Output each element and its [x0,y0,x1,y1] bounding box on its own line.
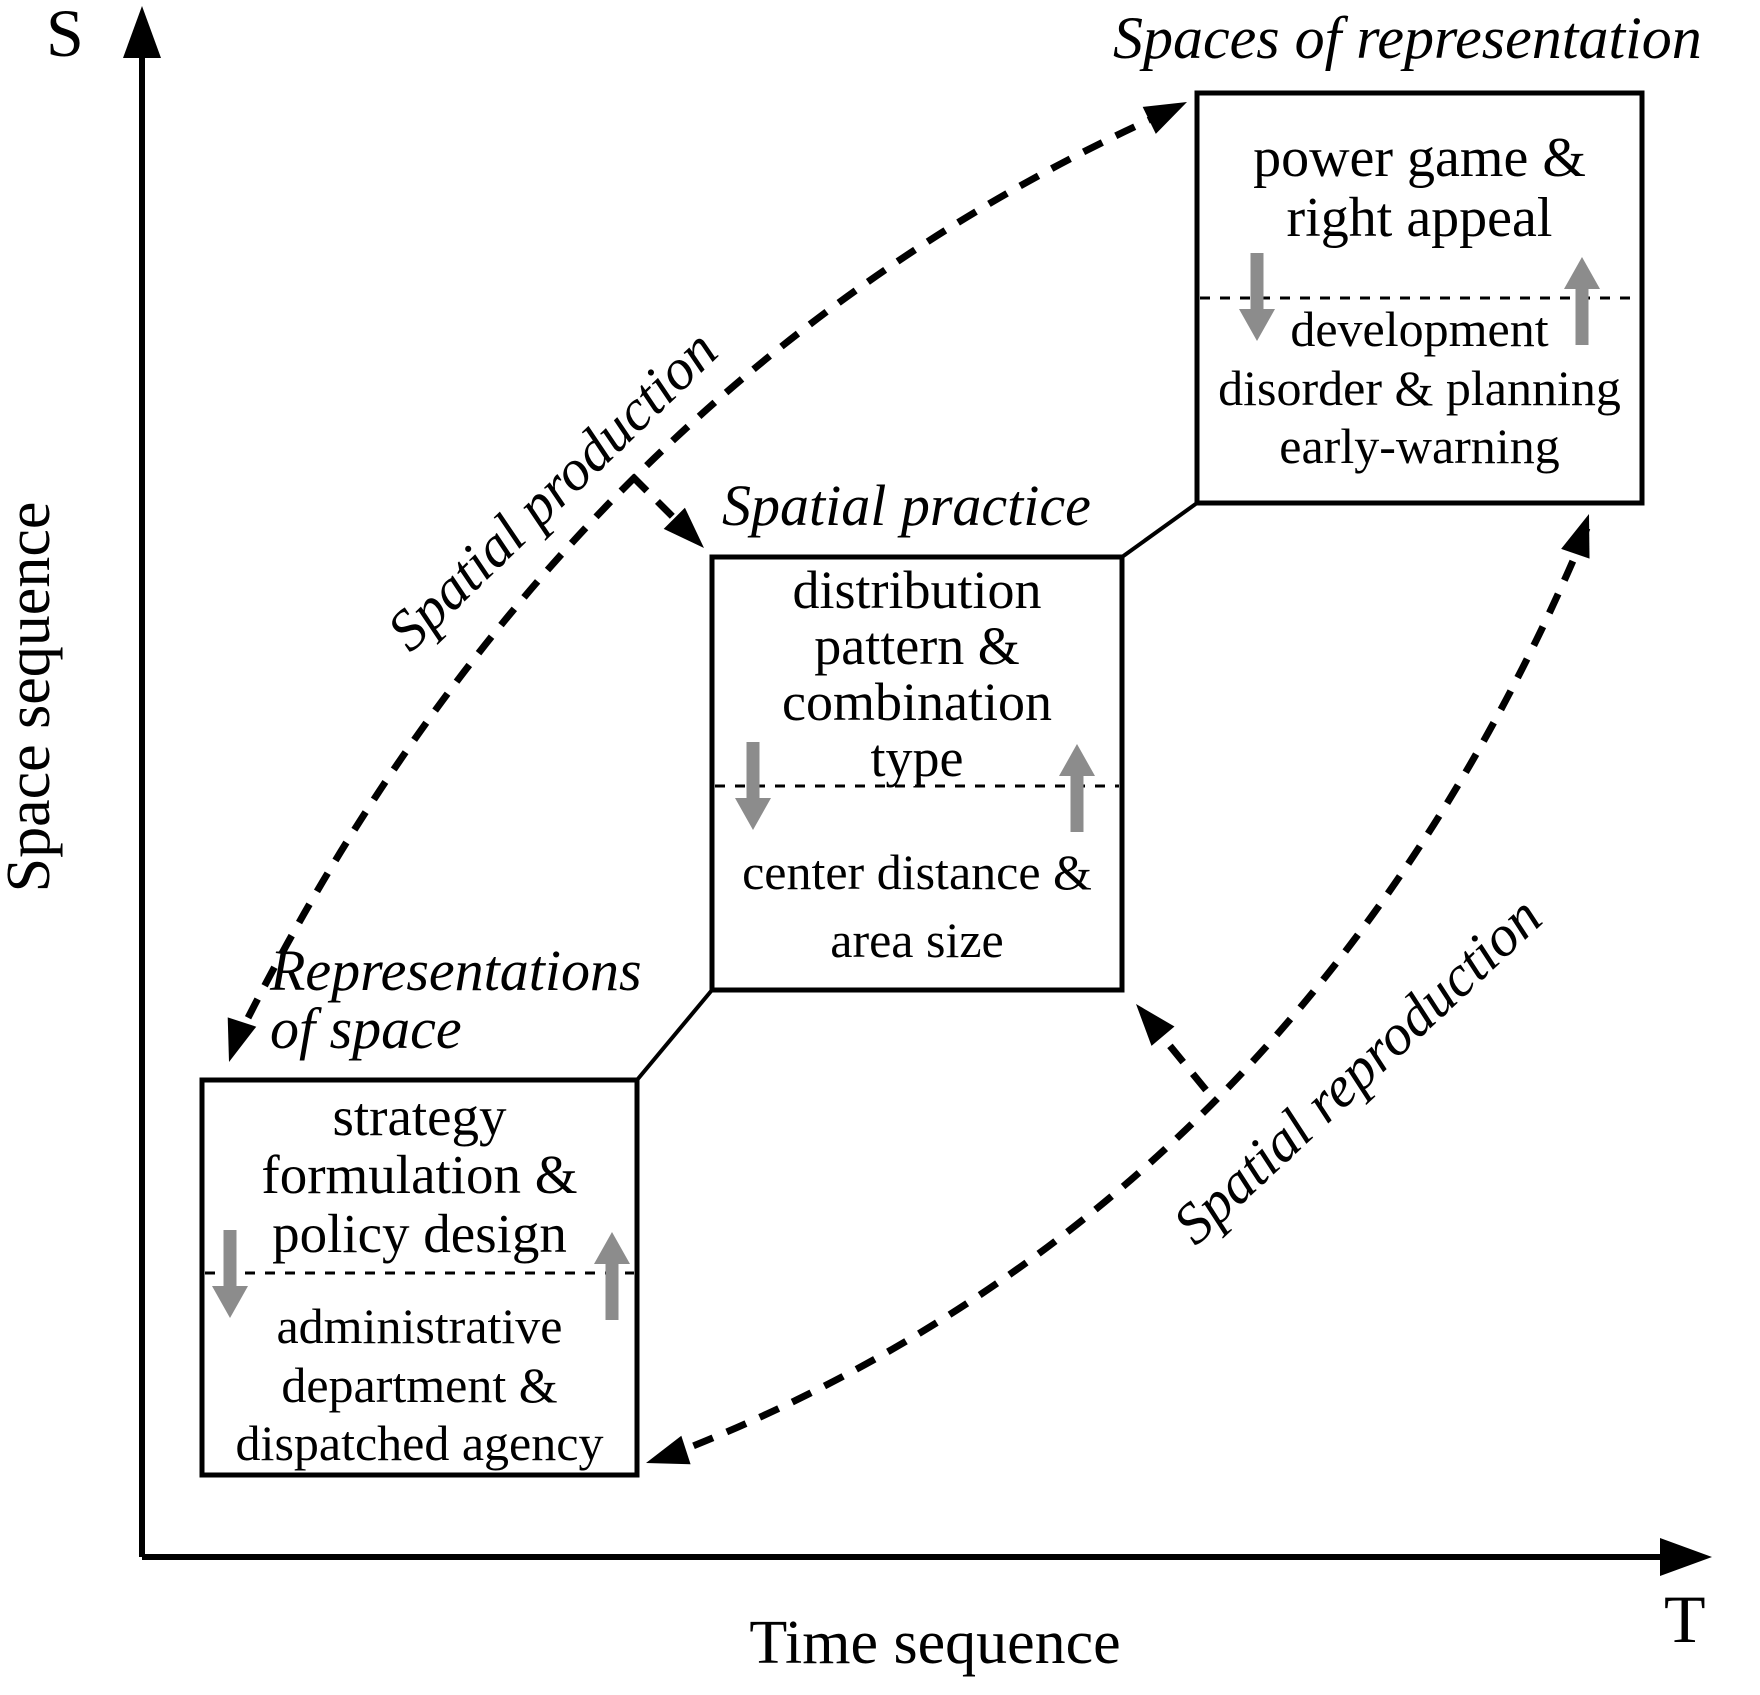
production-arrowhead-down-icon [227,1017,257,1062]
connector-lower-middle [635,988,714,1082]
representations-of-space-label: Representations of space [270,938,642,1061]
production-branch-arrowhead-icon [663,507,704,548]
spatial-practice-label: Spatial practice [722,473,1091,538]
spaces-lower-text: development disorder & planning early-wa… [1218,301,1621,474]
spaces-down-arrow-icon [1239,253,1275,341]
representations-down-arrow-icon [212,1230,248,1318]
reproduction-branch-arrowhead-icon [1136,1004,1175,1046]
spaces-up-arrow-icon [1564,257,1600,345]
connector-middle-upper [1120,501,1199,559]
spaces-upper-text: power game & right appeal [1253,127,1586,250]
spatial-practice-box [709,554,1125,993]
y-axis-label: S [46,0,84,71]
y-axis-title: Space sequence [0,501,63,893]
practice-lower-text: center distance & area size [742,844,1092,968]
representations-lower-text: administrative department & dispatched a… [235,1298,604,1471]
x-axis-title: Time sequence [749,1609,1121,1677]
reproduction-arrowhead-left-icon [646,1435,691,1465]
y-axis-arrowhead-icon [123,6,161,58]
representations-up-arrow-icon [594,1232,630,1320]
representations-of-space-box [199,1077,640,1478]
practice-up-arrow-icon [1059,744,1095,832]
production-arrowhead-up-icon [1142,102,1187,134]
representations-upper-text: strategy formulation & policy design [261,1086,578,1264]
practice-upper-text: distribution pattern & combination type [782,560,1052,789]
spatial-production-branch [629,473,695,539]
reproduction-arrowhead-up-icon [1561,514,1590,559]
x-axis-label: T [1664,1581,1706,1657]
spaces-of-representation-label: Spaces of representation [1113,5,1702,71]
x-axis-arrowhead-icon [1660,1538,1712,1576]
spatial-reproduction-curve [658,526,1591,1463]
practice-down-arrow-icon [735,742,771,830]
